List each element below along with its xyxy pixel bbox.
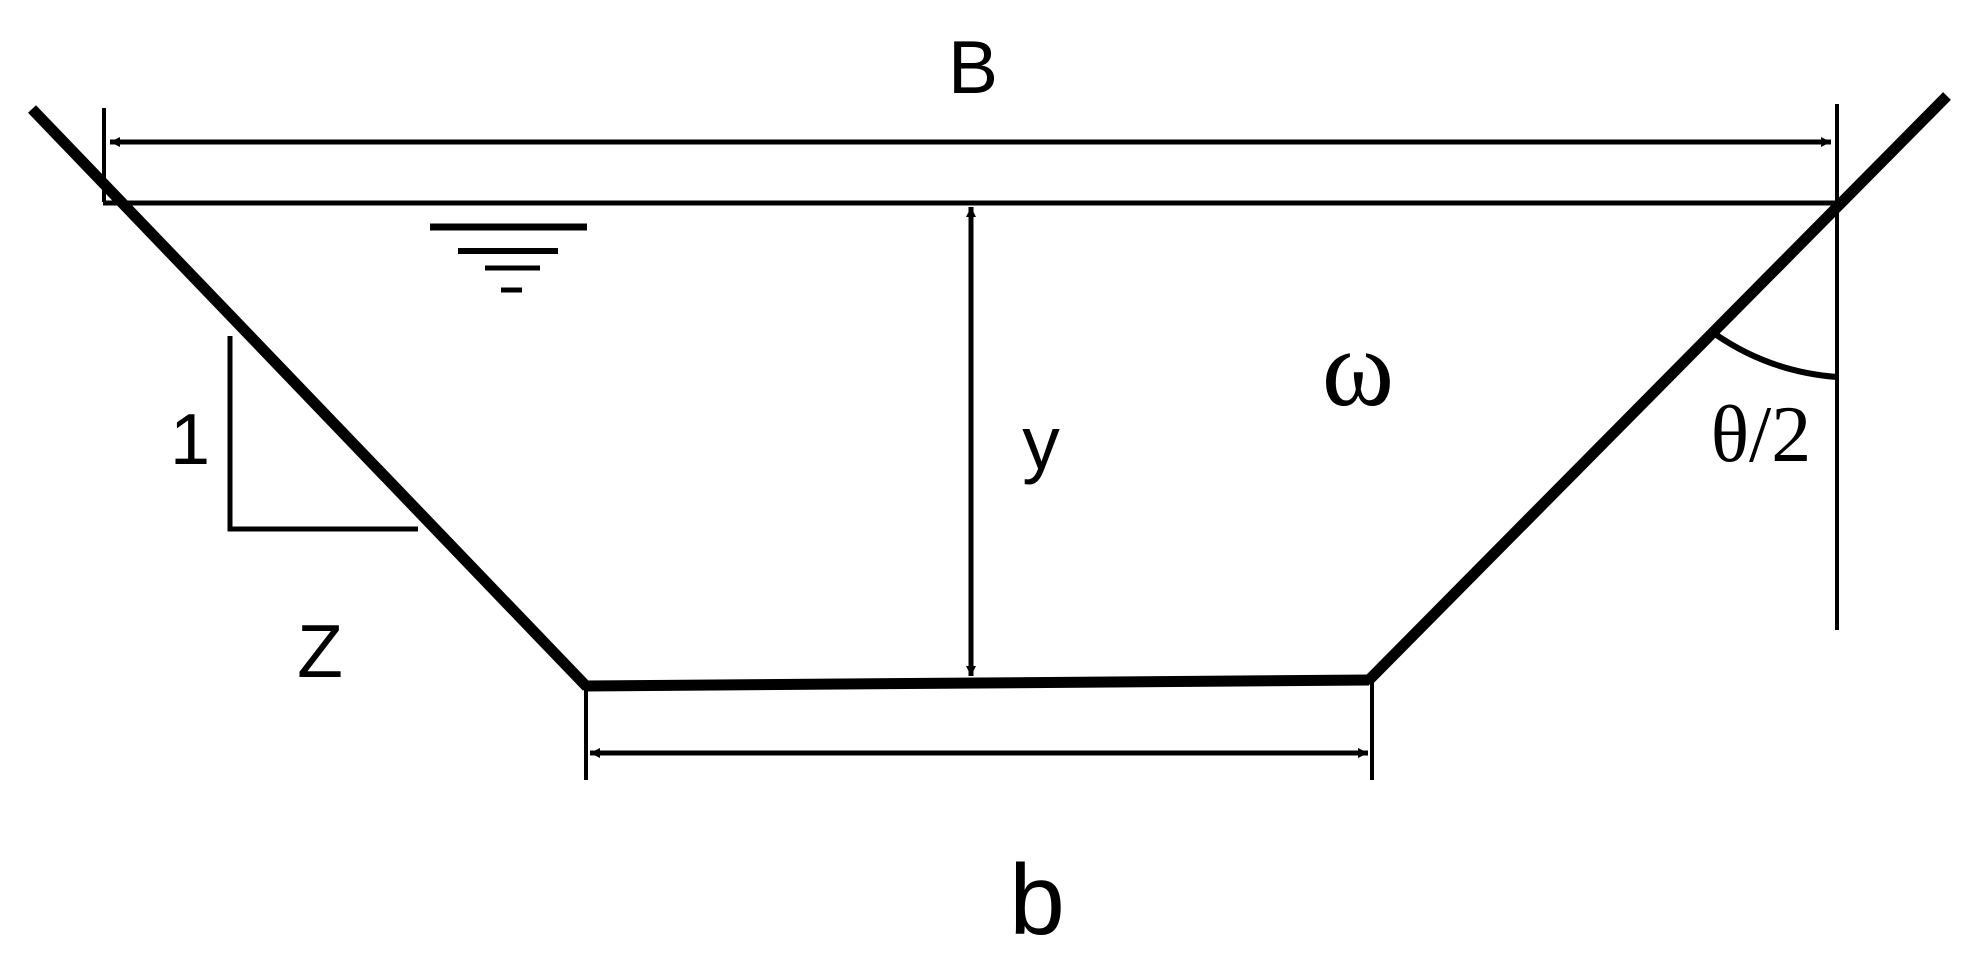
channel-bed xyxy=(584,674,1370,692)
left-bank-wall xyxy=(28,105,591,691)
angle-arc xyxy=(1713,331,1838,380)
bottom-width-dimension xyxy=(584,682,1374,780)
slope-vertical-label: 1 xyxy=(170,400,210,480)
slope-triangle xyxy=(227,336,418,532)
slope-horizontal-label: Z xyxy=(297,609,343,693)
bottom-width-label: b xyxy=(1009,844,1065,956)
area-label: ω xyxy=(1322,307,1394,429)
right-bank-wall xyxy=(1363,92,1951,686)
angle-label: θ/2 xyxy=(1711,391,1812,479)
top-width-dimension xyxy=(102,104,1839,630)
depth-label: y xyxy=(1022,401,1060,485)
water-surface-symbol xyxy=(430,223,587,293)
top-width-label: B xyxy=(948,25,998,109)
